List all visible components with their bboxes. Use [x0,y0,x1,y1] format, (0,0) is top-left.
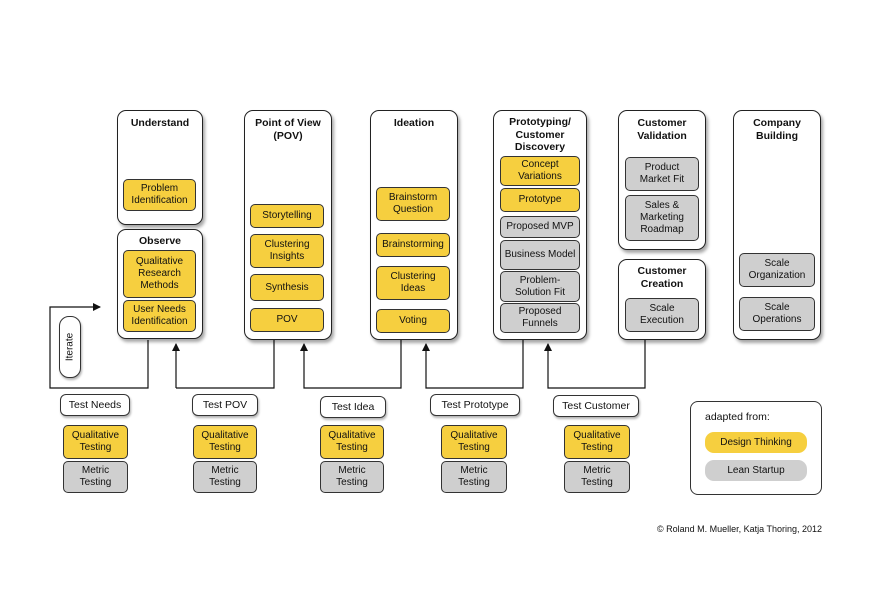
item-proposed-funnels: Proposed Funnels [500,303,580,333]
legend-design-thinking: Design Thinking [705,432,807,453]
test-idea-metric: Metric Testing [320,461,384,493]
item-sales-marketing-roadmap: Sales & Marketing Roadmap [625,195,699,241]
test-prototype-metric: Metric Testing [441,461,507,493]
phase-pov: Point of View (POV) Storytelling Cluster… [244,110,332,340]
phase-creation: Customer Creation Scale Execution [618,259,706,340]
item-scale-execution: Scale Execution [625,298,699,332]
item-clustering-insights: Clustering Insights [250,234,324,268]
item-problem-identification: Problem Identification [123,179,196,211]
phase-title: Observe [138,235,182,247]
test-customer-metric: Metric Testing [564,461,630,493]
item-business-model: Business Model [500,240,580,270]
item-concept-variations: Concept Variations [500,156,580,186]
iterate-label: Iterate [59,316,81,378]
item-product-market-fit: Product Market Fit [625,157,699,191]
item-prototype: Prototype [500,188,580,212]
phase-observe: Observe Qualitative Research Methods Use… [117,229,203,339]
item-scale-organization: Scale Organization [739,253,815,287]
legend-lean-startup: Lean Startup [705,460,807,481]
phase-title: Understand [130,117,190,129]
item-voting: Voting [376,309,450,333]
test-pov-label: Test POV [192,394,258,416]
item-scale-operations: Scale Operations [739,297,815,331]
item-problem-solution-fit: Problem-Solution Fit [500,271,580,302]
phase-prototyping: Prototyping/ Customer Discovery Concept … [493,110,587,340]
test-needs-label: Test Needs [60,394,130,416]
phase-company: Company Building Scale Organization Scal… [733,110,821,340]
phase-validation: Customer Validation Product Market Fit S… [618,110,706,250]
arrow-validation-loop [544,340,646,389]
phase-ideation: Ideation Brainstorm Question Brainstormi… [370,110,458,340]
item-proposed-mvp: Proposed MVP [500,216,580,238]
arrow-prototyping-loop [422,340,524,389]
item-synthesis: Synthesis [250,274,324,301]
item-user-needs-identification: User Needs Identification [123,300,196,332]
phase-title: Prototyping/ Customer Discovery [509,116,571,153]
test-needs-metric: Metric Testing [63,461,128,493]
phase-title: Customer Creation [637,265,687,290]
test-customer-label: Test Customer [553,395,639,417]
item-qualitative-research-methods: Qualitative Research Methods [123,250,196,298]
test-needs-qualitative: Qualitative Testing [63,425,128,459]
phase-title: Ideation [393,117,435,129]
item-pov: POV [250,308,324,332]
phase-title: Point of View (POV) [255,117,321,142]
arrow-ideation-loop [300,340,402,389]
test-customer-qualitative: Qualitative Testing [564,425,630,459]
test-idea-qualitative: Qualitative Testing [320,425,384,459]
test-prototype-label: Test Prototype [430,394,520,416]
item-clustering-ideas: Clustering Ideas [376,266,450,300]
item-storytelling: Storytelling [250,204,324,228]
test-prototype-qualitative: Qualitative Testing [441,425,507,459]
test-idea-label: Test Idea [320,396,386,418]
test-pov-metric: Metric Testing [193,461,257,493]
arrow-pov-loop [176,340,275,389]
phase-title: Customer Validation [637,117,687,142]
phase-understand: Understand Problem Identification [117,110,203,225]
legend: adapted from: Design Thinking Lean Start… [690,401,822,495]
copyright-text: © Roland M. Mueller, Katja Thoring, 2012 [657,524,823,534]
item-brainstorm-question: Brainstorm Question [376,187,450,221]
iterate-arrow [49,303,149,389]
phase-title: Company Building [753,117,801,142]
test-pov-qualitative: Qualitative Testing [193,425,257,459]
item-brainstorming: Brainstorming [376,233,450,257]
legend-title: adapted from: [705,411,770,423]
